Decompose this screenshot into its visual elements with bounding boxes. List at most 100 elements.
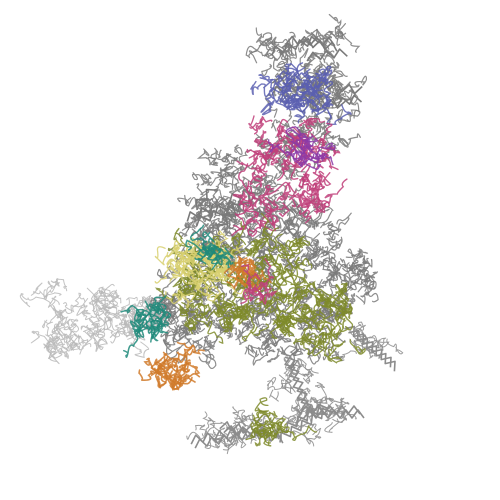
- ribbon-segment: [249, 171, 263, 186]
- ribbon-segment: [260, 139, 275, 149]
- ribbon-segment: [354, 264, 367, 273]
- colored-protein-domains: [120, 62, 366, 447]
- ribbon-segment: [302, 399, 317, 418]
- ribbon-segment: [178, 277, 195, 294]
- ribbon-segment: [338, 75, 368, 91]
- ribbon-segment: [229, 163, 245, 194]
- ribbon-segment: [310, 120, 331, 133]
- ribbon-segment: [257, 261, 267, 284]
- ribbon-segment: [169, 273, 188, 285]
- ribbon-segment: [215, 292, 225, 302]
- ribbon-segment: [329, 292, 344, 321]
- dna-bases-3: [186, 406, 257, 455]
- ribbon-segment: [331, 350, 357, 362]
- ribbon-segment: [294, 95, 320, 110]
- ribbon-segment: [322, 314, 343, 333]
- ribbon-segment: [63, 298, 89, 313]
- ribbon-segment: [51, 323, 68, 343]
- helix-coil: [285, 35, 336, 47]
- ribbon-segment: [349, 339, 366, 355]
- ribbon-segment: [208, 175, 228, 187]
- ribbon-segment: [30, 282, 62, 298]
- ribbon-segment: [171, 353, 180, 368]
- ribbon-segment: [147, 325, 159, 343]
- ribbon-segment: [69, 334, 89, 346]
- ribbon-segment: [267, 139, 302, 162]
- ribbon-segment: [254, 188, 263, 197]
- ribbon-segment: [250, 78, 281, 95]
- ribbon-segment: [329, 81, 342, 102]
- ribbon-segment: [314, 142, 336, 160]
- ribbon-segment: [165, 331, 193, 347]
- ribbon-segment: [333, 318, 354, 336]
- helix-coil: [195, 188, 218, 211]
- ribbon-segment: [327, 212, 352, 241]
- ribbon-segment: [255, 27, 274, 51]
- ribbon-segment: [285, 213, 304, 236]
- top-helix-8: [306, 48, 348, 62]
- ribbon-segment: [221, 244, 246, 255]
- ribbon-segment: [286, 267, 294, 280]
- ribbon-segment: [231, 165, 241, 193]
- ribbon-segment: [280, 159, 290, 166]
- ribbon-segment: [290, 147, 303, 168]
- ribbon-segment: [309, 319, 325, 331]
- ribbon-segment: [336, 109, 361, 123]
- ribbon-segment: [337, 133, 361, 148]
- ribbon-segment: [206, 328, 225, 350]
- ribbon-segment: [267, 410, 278, 430]
- ribbon-segment: [278, 310, 309, 333]
- ribbon-segment: [271, 253, 282, 280]
- ribbon-segment: [333, 397, 347, 415]
- helix-coil: [313, 94, 363, 112]
- ribbon-segment: [154, 246, 178, 266]
- ribbon-segment: [236, 267, 245, 279]
- ribbon-segment: [207, 320, 224, 344]
- ribbon-segment: [329, 258, 347, 291]
- ribbon-segment: [283, 368, 294, 390]
- ribbon-segment: [204, 435, 221, 449]
- ribbon-segment: [231, 239, 244, 255]
- helix-coil: [270, 36, 320, 57]
- ribbon-segment: [181, 301, 191, 329]
- ribbon-segment: [153, 353, 169, 370]
- ribbon-segment: [248, 237, 265, 257]
- ribbon-segment: [298, 199, 311, 215]
- dna-strand-b-5: [279, 407, 333, 443]
- ribbon-segment: [321, 100, 334, 110]
- ribbon-segment: [95, 290, 120, 302]
- ribbon-segment: [293, 104, 305, 124]
- ribbon-segment: [253, 138, 263, 147]
- ribbon-segment: [231, 307, 249, 321]
- ribbon-segment: [211, 434, 228, 447]
- ribbon-segment: [289, 235, 306, 251]
- ribbon-segment: [169, 376, 180, 391]
- ribbon-segment: [354, 321, 367, 338]
- ribbon-segment: [269, 302, 292, 339]
- ribbon-segment: [237, 191, 248, 206]
- ribbon-segment: [275, 220, 298, 239]
- ribbon-segment: [298, 99, 320, 112]
- ribbon-segment: [241, 323, 270, 342]
- ribbon-segment: [316, 331, 327, 345]
- ribbon-segment: [245, 414, 262, 441]
- ribbon-segment: [166, 258, 182, 273]
- ribbon-segment: [264, 93, 278, 118]
- ribbon-segment: [250, 312, 272, 329]
- ribbon-segment: [260, 212, 277, 258]
- ribbon-segment: [314, 294, 329, 308]
- ribbon-segment: [320, 220, 334, 236]
- ribbon-segment: [57, 312, 69, 325]
- ribbon-segment: [299, 296, 321, 324]
- ribbon-segment: [285, 126, 302, 148]
- ribbon-segment: [270, 119, 288, 132]
- ribbon-segment: [303, 340, 324, 355]
- ribbon-segment: [247, 344, 268, 366]
- ribbon-segment: [45, 321, 54, 341]
- ribbon-segment: [60, 318, 78, 338]
- ribbon-segment: [303, 133, 322, 160]
- ribbon-segment: [243, 412, 263, 422]
- ribbon-segment: [223, 311, 239, 329]
- ribbon-segment: [198, 353, 217, 370]
- ribbon-segment: [256, 304, 277, 318]
